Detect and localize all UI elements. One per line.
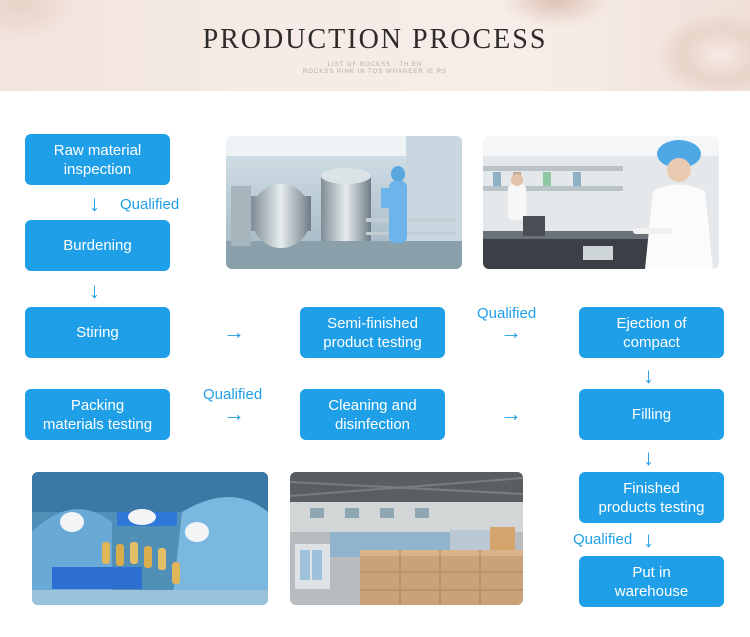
page-subtitle: LIST OF ROCKSS · TH EN ROCKSS PINK IN TO… (0, 62, 750, 76)
qualified-label: Qualified (203, 386, 263, 403)
qualified-label: Qualified (477, 305, 537, 322)
cream-smear (660, 15, 750, 91)
photo-warehouse-storage (290, 472, 523, 605)
down-arrow-icon: ↓ (89, 191, 100, 216)
down-arrow-icon: ↓ (643, 527, 654, 552)
down-arrow-icon: ↓ (89, 278, 100, 303)
photo-packing-workers (32, 472, 268, 605)
step-ejection-of-compact: Ejection of compact (579, 307, 724, 358)
down-arrow-icon: ↓ (643, 445, 654, 470)
right-arrow-icon: → (500, 319, 522, 344)
step-stiring: Stiring (25, 307, 170, 358)
photo-laboratory-testing (483, 136, 719, 269)
step-cleaning-and-disinfection: Cleaning and disinfection (300, 389, 445, 440)
step-filling: Filling (579, 389, 724, 440)
photo-cleanroom-mixing-tanks (226, 136, 462, 269)
right-arrow-icon: → (500, 401, 522, 426)
step-finished-products-testing: Finished products testing (579, 472, 724, 523)
down-arrow-icon: ↓ (643, 363, 654, 388)
qualified-label: Qualified (120, 196, 180, 213)
step-burdening: Burdening (25, 220, 170, 271)
step-packing-materials-testing: Packing materials testing (25, 389, 170, 440)
page-title: PRODUCTION PROCESS (202, 24, 548, 55)
subtitle-line-1: LIST OF ROCKSS · TH EN (327, 62, 423, 68)
step-semi-finished-product-testing: Semi-finished product testing (300, 307, 445, 358)
cream-smear (500, 0, 610, 27)
right-arrow-icon: → (223, 319, 245, 344)
subtitle-line-2: ROCKSS PINK IN TOS WHANEER IE RS (302, 69, 448, 75)
header-banner: PRODUCTION PROCESS LIST OF ROCKSS · TH E… (0, 0, 750, 91)
step-raw-material-inspection: Raw material inspection (25, 134, 170, 185)
right-arrow-icon: → (223, 401, 245, 426)
step-put-in-warehouse: Put in warehouse (579, 556, 724, 607)
qualified-label: Qualified (573, 531, 633, 548)
